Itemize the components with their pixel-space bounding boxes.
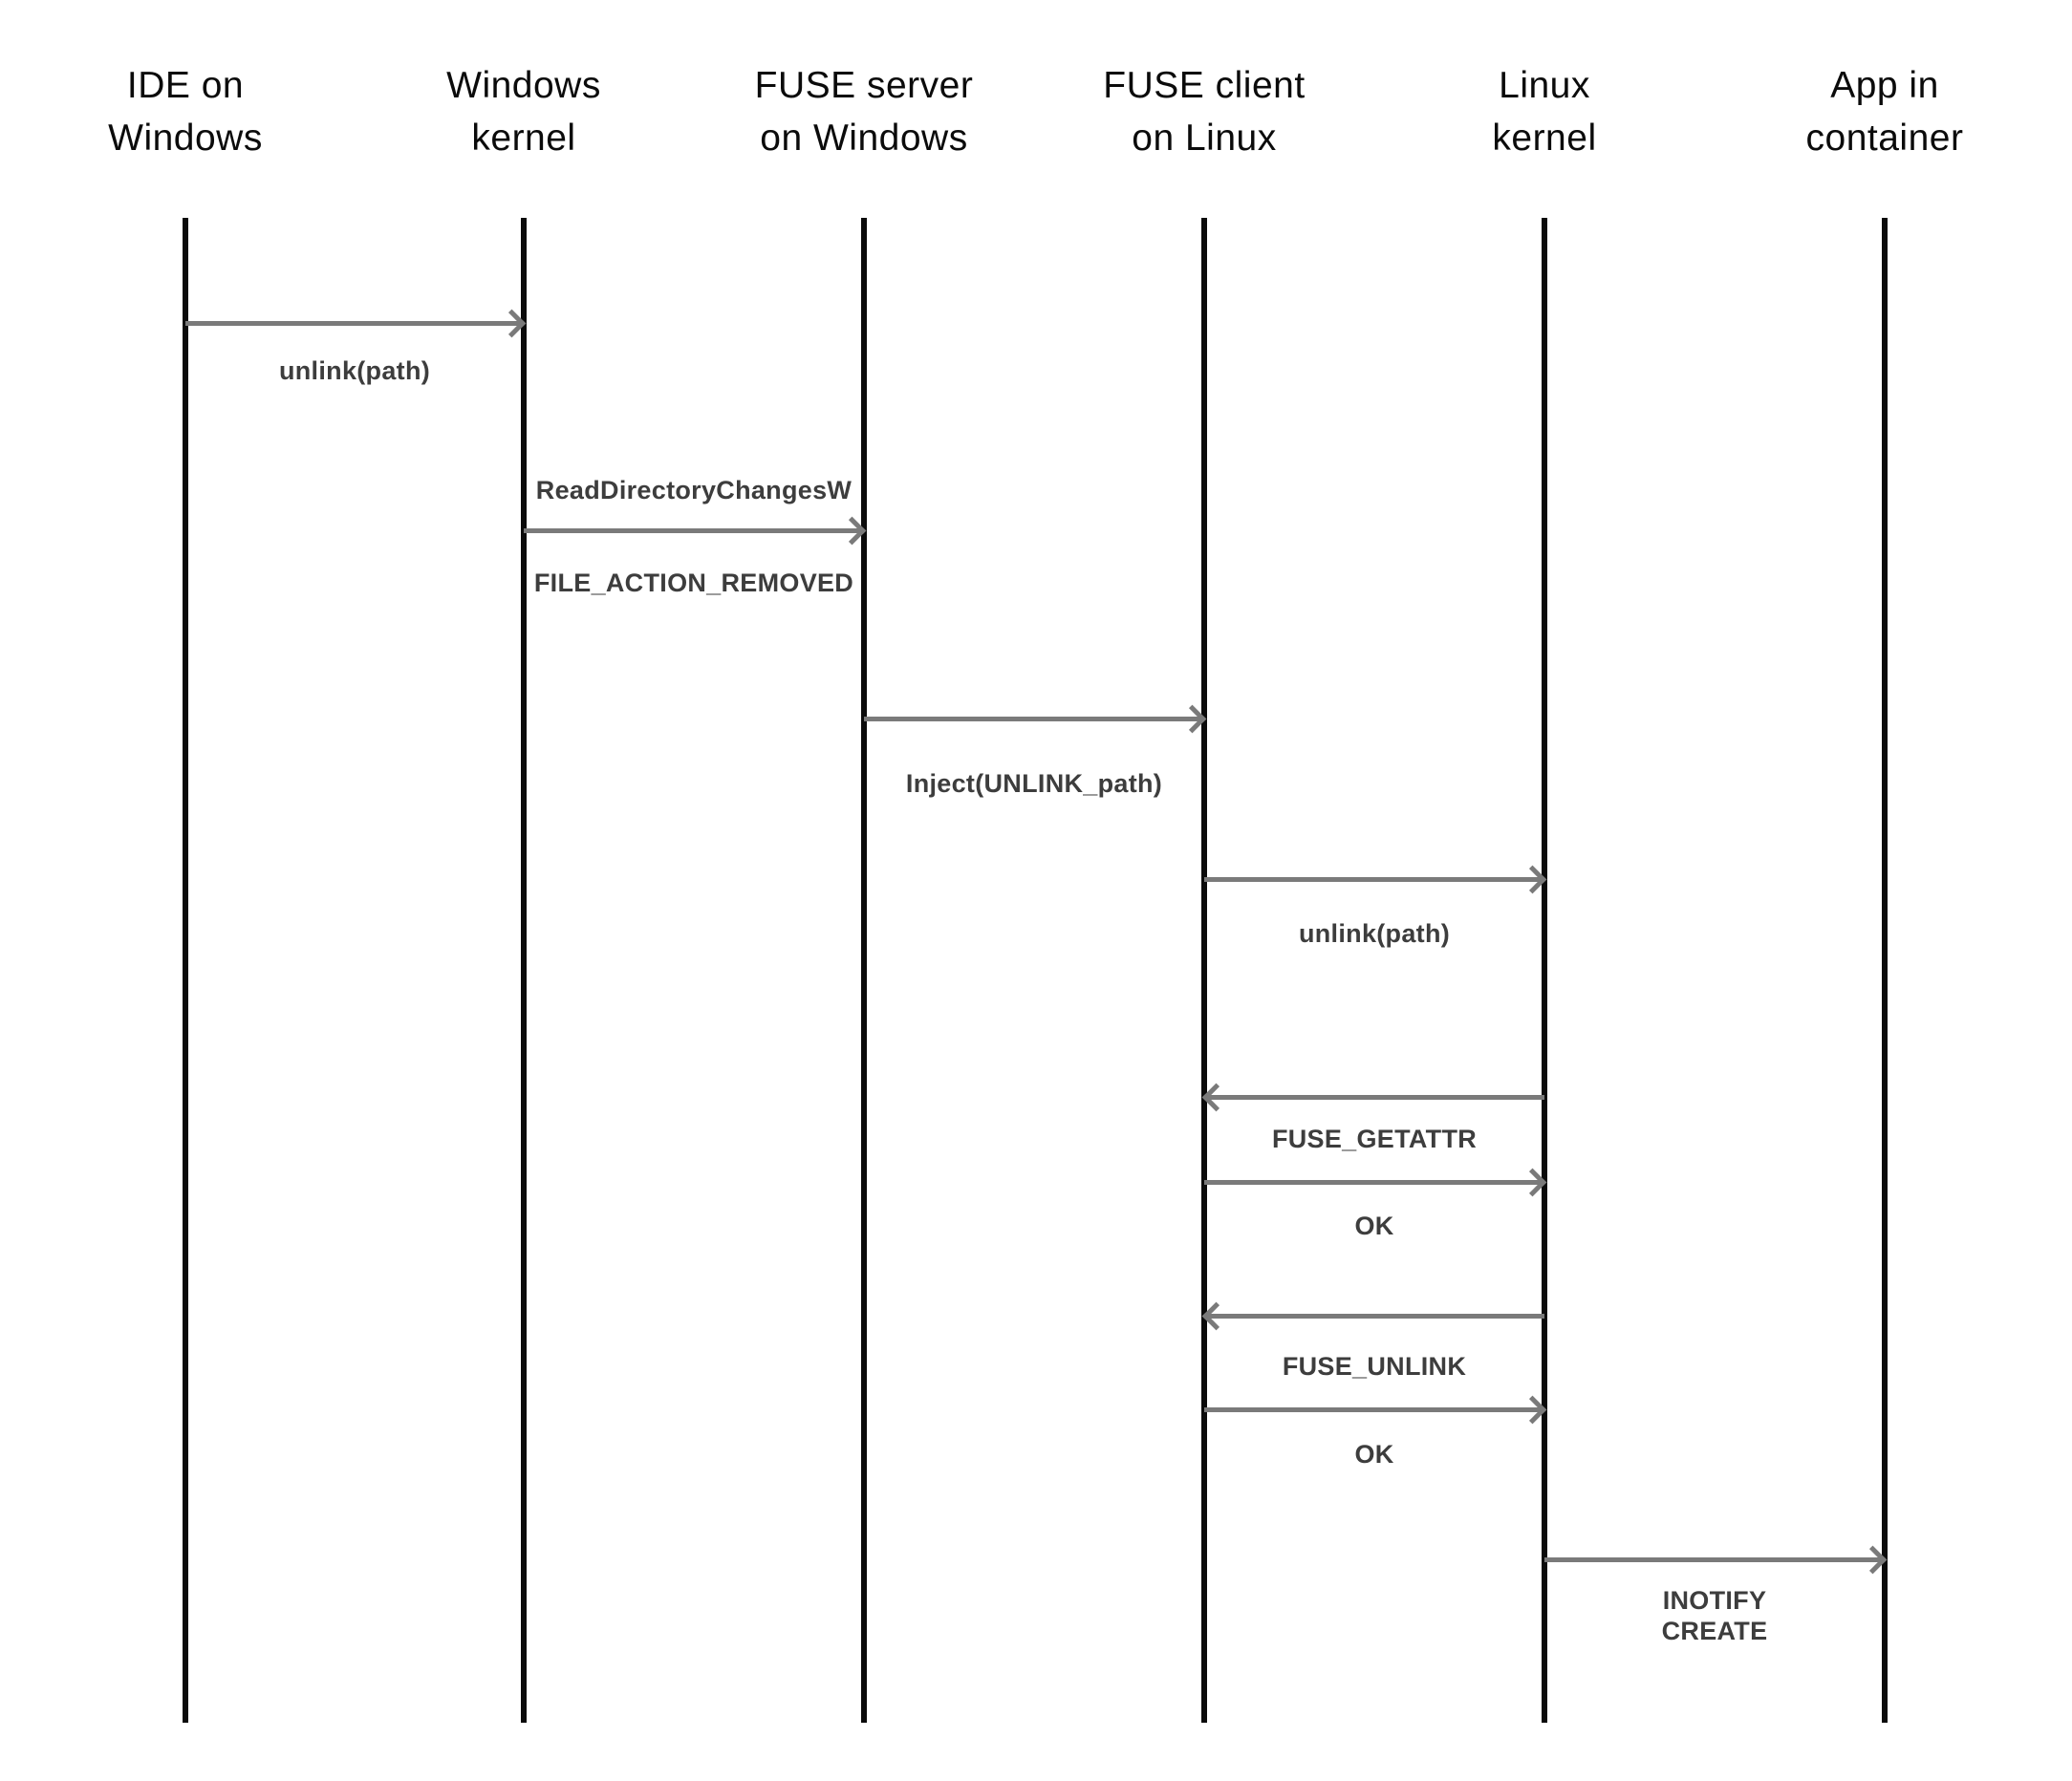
message-arrow-fuse-getattr <box>1201 1083 1544 1112</box>
message-arrow-inotify-create <box>1544 1545 1888 1575</box>
message-label-unlink-path-linux: unlink(path) <box>1298 919 1451 948</box>
message-label-fuse-getattr: FUSE_GETATTR <box>1271 1125 1478 1153</box>
message-label-readdirectorychangesw: FILE_ACTION_REMOVED <box>533 569 854 597</box>
message-label-above-readdirectorychangesw: ReadDirectoryChangesW <box>535 476 853 504</box>
lifeline-windows-kernel <box>521 218 527 1723</box>
lifeline-app-in-container <box>1882 218 1888 1723</box>
actor-label-linux-kernel: Linux kernel <box>1492 65 1597 159</box>
lifeline-fuse-client-on-linux <box>1201 218 1207 1723</box>
actor-label-app-in-container: App in container <box>1805 65 1964 159</box>
lifeline-linux-kernel <box>1542 218 1547 1723</box>
lifeline-ide-on-windows <box>183 218 188 1723</box>
message-arrow-readdirectorychangesw <box>524 516 867 546</box>
message-arrow-inject-unlink-path <box>864 704 1207 734</box>
actor-label-ide-on-windows: IDE on Windows <box>108 65 263 159</box>
message-label-fuse-unlink-ok: OK <box>1354 1440 1394 1469</box>
message-arrow-fuse-unlink <box>1201 1301 1544 1331</box>
message-label-inject-unlink-path: Inject(UNLINK_path) <box>905 769 1163 798</box>
message-arrow-fuse-unlink-ok <box>1204 1395 1547 1425</box>
message-arrow-unlink-path-windows <box>185 309 527 338</box>
actor-label-windows-kernel: Windows kernel <box>446 65 601 159</box>
message-label-unlink-path-windows: unlink(path) <box>278 356 431 385</box>
message-arrow-fuse-getattr-ok <box>1204 1168 1547 1197</box>
message-label-inotify-create: INOTIFY CREATE <box>1661 1586 1768 1645</box>
actor-label-fuse-server-on-windows: FUSE server on Windows <box>754 65 974 159</box>
lifeline-fuse-server-on-windows <box>861 218 867 1723</box>
message-label-fuse-unlink: FUSE_UNLINK <box>1282 1352 1467 1381</box>
actor-label-fuse-client-on-linux: FUSE client on Linux <box>1103 65 1306 159</box>
message-arrow-unlink-path-linux <box>1204 865 1547 894</box>
message-label-fuse-getattr-ok: OK <box>1354 1212 1394 1240</box>
